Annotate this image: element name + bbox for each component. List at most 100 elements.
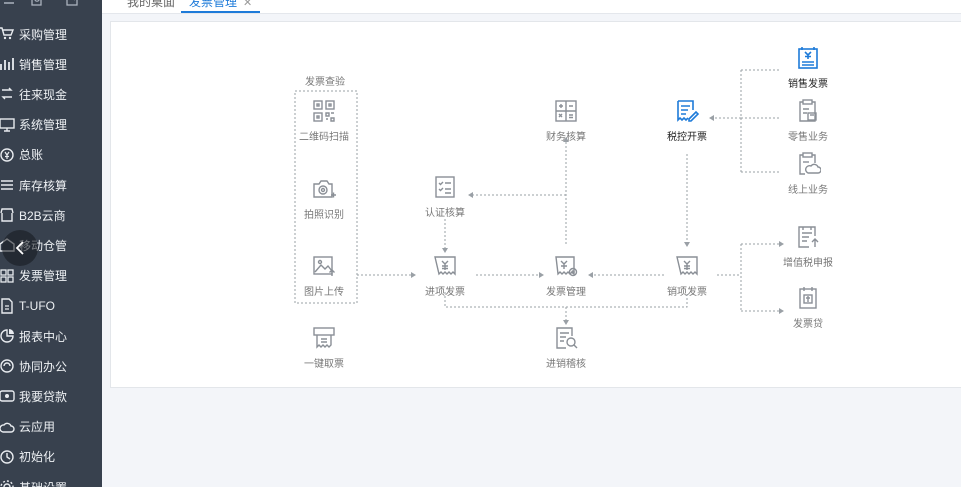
sidebar-item-label: B2B云商 <box>19 208 66 223</box>
node-tax-control-issue[interactable]: 税控开票 <box>647 98 727 143</box>
sidebar-item-label: T-UFO <box>19 298 55 313</box>
sidebar-item-label: 库存核算 <box>19 178 68 193</box>
node-one-click-fetch[interactable]: 一键取票 <box>284 325 364 370</box>
settings-icon <box>0 479 18 487</box>
sidebar-toolbar <box>0 0 102 14</box>
invoice-loan-icon <box>799 287 817 309</box>
init-icon <box>0 449 18 465</box>
collab-icon <box>0 358 18 374</box>
arrow-tax <box>709 115 714 121</box>
node-label: 销项发票 <box>667 287 707 298</box>
node-input-invoice[interactable]: 进项发票 <box>405 253 485 298</box>
sidebar-item-label: 总账 <box>19 148 44 163</box>
edit-icon[interactable] <box>66 0 80 6</box>
node-vat-declaration[interactable]: 增值税申报 <box>768 224 848 269</box>
tab-close-icon[interactable]: ✕ <box>243 0 253 9</box>
node-qr-scan[interactable]: 二维码扫描 <box>284 98 364 143</box>
node-label: 图片上传 <box>304 287 344 298</box>
node-sales-invoice[interactable]: 销售发票 <box>768 45 848 90</box>
chevron-left-icon <box>15 241 24 255</box>
sidebar-item-label: 销售管理 <box>19 57 68 72</box>
invoice-flow-panel: 发票查验 二维码扫描 拍照识别 图片上传 一键取票 认证核算 进项发票 财务核算… <box>110 21 961 388</box>
cloud-icon <box>0 419 18 435</box>
arrow-input <box>411 272 416 278</box>
search-doc-icon[interactable] <box>30 0 44 6</box>
sidebar-item-5[interactable]: 库存核算 <box>0 170 102 200</box>
node-verify-accounting[interactable]: 认证核算 <box>405 174 485 219</box>
sidebar-item-1[interactable]: 销售管理 <box>0 49 102 79</box>
tab-invoice-management[interactable]: 发票管理 ✕ <box>181 0 261 13</box>
node-financial-accounting[interactable]: 财务核算 <box>526 98 606 143</box>
sidebar-item-8[interactable]: 发票管理 <box>0 261 102 291</box>
tab-label: 发票管理 <box>189 0 238 9</box>
tax-invoice-edit-icon <box>677 100 700 122</box>
exchange-icon <box>0 86 18 102</box>
node-label: 零售业务 <box>788 132 828 143</box>
sidebar-item-10[interactable]: 报表中心 <box>0 321 102 351</box>
bar-chart-icon <box>0 56 18 72</box>
calculator-icon <box>555 100 577 122</box>
node-invoice-loan[interactable]: 发票贷 <box>768 285 848 330</box>
sidebar-item-4[interactable]: 总账 <box>0 140 102 170</box>
node-label: 财务核算 <box>546 132 586 143</box>
node-online-business[interactable]: 线上业务 <box>768 151 848 196</box>
sidebar-item-11[interactable]: 协同办公 <box>0 351 102 381</box>
node-label: 发票贷 <box>793 319 823 330</box>
verify-group-box <box>294 90 358 304</box>
sidebar-item-14[interactable]: 初始化 <box>0 442 102 472</box>
stack-icon <box>0 177 18 193</box>
sidebar-item-12[interactable]: 我要贷款 <box>0 381 102 411</box>
menu-icon[interactable] <box>2 0 16 6</box>
retail-receipt-icon <box>799 99 817 122</box>
arrow-output <box>684 242 690 247</box>
node-label: 销售发票 <box>788 79 828 90</box>
arrow-finance <box>563 137 569 142</box>
node-label: 进项发票 <box>425 287 465 298</box>
node-retail-business[interactable]: 零售业务 <box>768 98 848 143</box>
sidebar-item-label: 往来现金 <box>19 87 68 102</box>
report-doc-icon <box>0 298 18 314</box>
sidebar-item-label: 初始化 <box>19 450 56 465</box>
node-label: 发票管理 <box>546 287 586 298</box>
arrow-loan <box>779 308 784 314</box>
arrow-verify-input <box>442 248 448 253</box>
node-label: 一键取票 <box>304 359 344 370</box>
sidebar-item-2[interactable]: 往来现金 <box>0 79 102 109</box>
tab-my-desktop[interactable]: 我的桌面 <box>127 0 175 13</box>
sidebar-item-15[interactable]: 基础设置 <box>0 472 102 487</box>
arrow-verify <box>468 192 473 198</box>
sidebar-item-6[interactable]: B2B云商 <box>0 200 102 230</box>
verify-group-title: 发票查验 <box>305 77 345 88</box>
arrow-vat <box>779 241 784 247</box>
invoice-icon <box>0 268 18 284</box>
sidebar-item-0[interactable]: 采购管理 <box>0 19 102 49</box>
node-label: 进销稽核 <box>546 359 586 370</box>
sidebar-item-3[interactable]: 系统管理 <box>0 110 102 140</box>
node-output-invoice[interactable]: 销项发票 <box>647 253 727 298</box>
tab-label: 我的桌面 <box>127 0 176 9</box>
sidebar-item-label: 系统管理 <box>19 118 68 133</box>
sidebar-item-13[interactable]: 云应用 <box>0 412 102 442</box>
camera-icon <box>313 180 336 198</box>
invoice-in-icon <box>434 256 456 276</box>
image-upload-icon <box>313 256 335 276</box>
checklist-icon <box>435 176 455 198</box>
node-invoice-management[interactable]: 发票管理 <box>526 253 606 298</box>
arrow-check <box>563 320 569 325</box>
collapse-sidebar-button[interactable] <box>2 230 38 266</box>
arrow-mgmt <box>539 272 544 278</box>
arrow-mgmt-left <box>588 272 593 278</box>
node-label: 二维码扫描 <box>299 132 349 143</box>
node-image-upload[interactable]: 图片上传 <box>284 253 364 298</box>
pie-chart-icon <box>0 328 18 344</box>
ledger-icon <box>0 147 18 163</box>
node-label: 拍照识别 <box>304 210 344 221</box>
node-purchase-sales-audit[interactable]: 进销稽核 <box>526 325 606 370</box>
sidebar-item-label: 云应用 <box>19 420 56 435</box>
ticket-fetch-icon <box>313 327 335 349</box>
invoice-out-icon <box>676 256 698 276</box>
loan-icon <box>0 388 18 404</box>
sidebar-item-9[interactable]: T-UFO <box>0 291 102 321</box>
node-photo-recognition[interactable]: 拍照识别 <box>284 176 364 221</box>
node-label: 增值税申报 <box>783 258 833 269</box>
